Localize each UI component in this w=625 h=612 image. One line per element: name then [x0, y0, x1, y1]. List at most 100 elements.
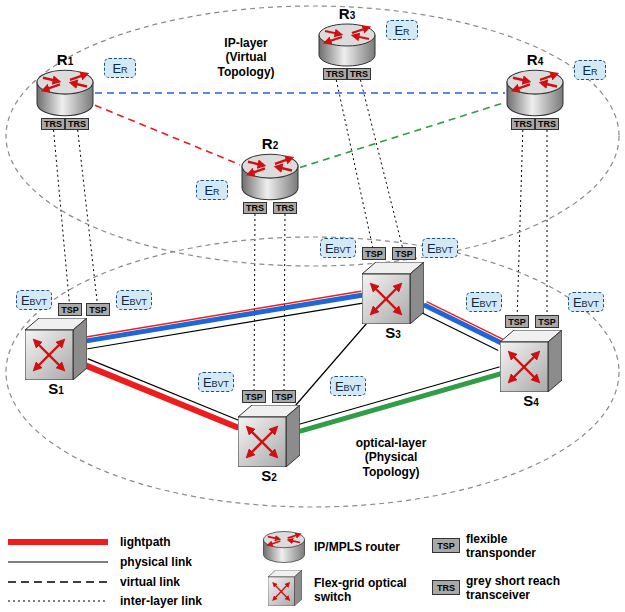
- energy-callout: EBVT: [330, 376, 366, 396]
- switch-icon-part: [238, 417, 286, 467]
- legend-text: virtual link: [120, 575, 180, 589]
- legend-text: grey short reach transceiver: [466, 574, 576, 603]
- optical-switch: S1: [25, 318, 87, 380]
- port-label: TSP: [275, 392, 293, 402]
- energy-callout: ER: [386, 20, 418, 40]
- port-box: TRS: [273, 202, 297, 214]
- router-icon-part: [73, 83, 87, 86]
- energy-callout: EBVT: [198, 372, 234, 392]
- legend-line-sample: [8, 561, 108, 562]
- physical-link: [88, 359, 239, 421]
- legend-switch-icon-part: [268, 577, 294, 606]
- inter-layer-link-stroke: [547, 130, 548, 315]
- legend-router-icon: [262, 530, 306, 564]
- port-label: TRS: [538, 119, 556, 129]
- port-box: TRS: [535, 118, 559, 130]
- port-box: TRS: [323, 68, 347, 80]
- router-label: R4: [485, 51, 585, 68]
- legend-line-sample: [8, 539, 108, 545]
- router-icon-part: [513, 75, 557, 90]
- legend-port-box: TRS: [432, 580, 460, 595]
- energy-callout: EBVT: [422, 238, 458, 258]
- optical-switch: S3: [362, 262, 424, 324]
- switch-icon: [500, 330, 562, 392]
- inter-layer-link-stroke: [54, 130, 70, 303]
- switch-icon-part: [25, 330, 73, 380]
- port-label: TRS: [326, 69, 344, 79]
- switch-icon-part: [36, 342, 62, 368]
- port-label: TRS: [68, 119, 86, 129]
- legend-router-icon-part: [269, 541, 280, 545]
- switch-icon-part: [373, 286, 399, 312]
- port-label: TRS: [44, 119, 62, 129]
- ip-router: R2: [240, 152, 300, 202]
- port-label: TSP: [365, 249, 383, 259]
- port-label: TRS: [350, 69, 368, 79]
- energy-callout: EBVT: [320, 238, 356, 258]
- energy-label: EBVT: [203, 375, 229, 390]
- switch-icon-part: [373, 286, 399, 312]
- port-label: TSP: [508, 317, 526, 327]
- legend-switch-icon-part: [274, 584, 288, 599]
- router-label: R3: [297, 5, 397, 22]
- switch-icon: [362, 262, 424, 324]
- router-icon-part: [327, 37, 342, 42]
- ip-router: R3: [317, 22, 377, 68]
- energy-label: ER: [112, 61, 127, 76]
- port-label: TSP: [245, 392, 263, 402]
- port-box: TRS: [65, 118, 89, 130]
- inter-layer-link-stroke: [254, 214, 256, 390]
- lightpath: [301, 374, 501, 431]
- ip-router: R4: [505, 68, 565, 118]
- layer-outline-shape: [6, 237, 619, 507]
- port-box: TRS: [347, 68, 371, 80]
- energy-callout: EBVT: [466, 292, 502, 312]
- legend-router-icon-part: [268, 534, 300, 544]
- port-label: TSP: [61, 305, 79, 315]
- legend-router-icon-part: [290, 540, 300, 542]
- router-icon-part: [250, 168, 265, 173]
- legend-text: lightpath: [120, 535, 171, 549]
- energy-label: ER: [204, 183, 219, 198]
- router-label: R2: [220, 135, 320, 152]
- virtual-link: [95, 93, 505, 94]
- physical-link-stroke: [299, 367, 499, 424]
- port-box: TSP: [535, 315, 559, 328]
- router-icon-part: [319, 24, 375, 46]
- switch-icon: [238, 405, 300, 467]
- inter-layer-link: [517, 130, 523, 315]
- legend-text: flexible transponder: [466, 532, 576, 561]
- switch-icon-part: [249, 429, 275, 455]
- legend-switch-icon: [268, 570, 302, 606]
- port-box: TSP: [505, 315, 529, 328]
- physical-link-stroke: [296, 324, 366, 405]
- energy-label: ER: [394, 23, 409, 38]
- port-label: TSP: [89, 305, 107, 315]
- switch-icon-part: [36, 342, 62, 368]
- inter-layer-link-stroke: [284, 214, 286, 390]
- switch-icon-part: [410, 262, 424, 324]
- inter-layer-link: [547, 130, 548, 315]
- energy-label: EBVT: [573, 295, 599, 310]
- lightpath-stroke: [301, 374, 501, 431]
- router-icon-part: [37, 70, 93, 94]
- legend-router-icon-part: [288, 534, 299, 538]
- router-icon-part: [248, 162, 262, 165]
- switch-icon-part: [511, 354, 537, 380]
- switch-icon: [25, 318, 87, 380]
- switch-label: S1: [5, 380, 107, 397]
- virtual-link-stroke: [95, 92, 505, 94]
- switch-icon-part: [511, 354, 537, 380]
- legend-router-icon-part: [263, 531, 304, 547]
- port-box: TSP: [272, 390, 296, 403]
- virtual-link: [95, 105, 240, 164]
- optical-switch: S2: [238, 405, 300, 467]
- switch-label: S2: [218, 467, 320, 484]
- router-icon-part: [355, 36, 369, 39]
- router-icon-part: [540, 75, 555, 80]
- lightpath: [85, 365, 236, 427]
- energy-label: EBVT: [21, 293, 47, 308]
- router-icon-part: [352, 28, 367, 33]
- lightpath-stroke: [85, 365, 236, 427]
